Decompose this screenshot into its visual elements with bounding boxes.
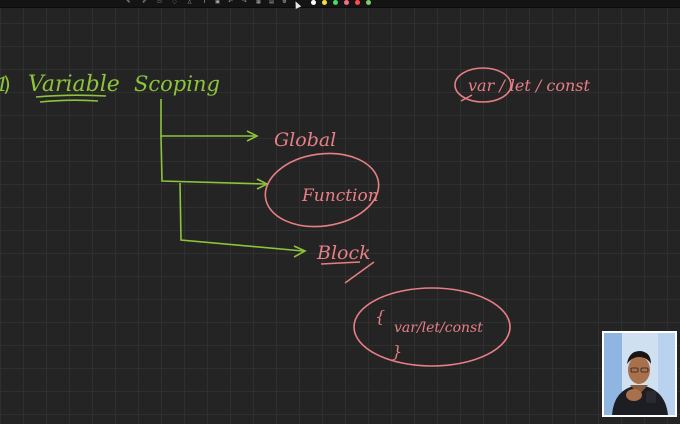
color-swatch-red[interactable] [355,0,360,5]
drawing-toolbar: ✎ ✐ ▭ ◌ △ T ▣ ↶ ↷ ▦ ▤ ⚙ [0,0,680,8]
brace-close: } [392,342,402,361]
instructor-photo [604,333,675,415]
circle-function [264,152,380,228]
label-function: Function [301,186,379,206]
label-block: Block [316,242,371,264]
lasso-icon[interactable]: ◌ [172,0,177,5]
shapes-icon[interactable]: △ [187,0,192,5]
branch-line-block [179,182,304,252]
clear-icon[interactable]: ▤ [269,0,274,5]
highlighter-icon[interactable]: ✐ [142,0,147,5]
color-swatch-white[interactable] [311,0,316,5]
section-number: 1 [0,72,9,96]
pen-icon[interactable]: ✎ [126,0,131,5]
color-swatch-lightgreen[interactable] [366,0,371,5]
settings-icon[interactable]: ⚙ [282,0,287,5]
heading-variable: Variable [28,72,120,97]
underline-2 [39,99,99,103]
redo-icon[interactable]: ↷ [242,0,247,5]
grid-icon[interactable]: ▦ [256,0,261,5]
branch-line-global [160,99,255,137]
keywords-var-let-const: var / let / const [468,76,590,95]
block-slash [344,261,375,284]
eraser-icon[interactable]: ▭ [157,0,162,5]
color-swatch-green[interactable] [333,0,338,5]
circle-var [454,67,512,103]
underline-1 [35,94,107,98]
image-icon[interactable]: ▣ [215,0,220,5]
color-swatch-pink[interactable] [344,0,349,5]
text-icon[interactable]: T [202,0,207,5]
branch-line-function [160,135,266,185]
block-underline [320,261,361,265]
color-swatch-yellow[interactable] [322,0,327,5]
label-global: Global [274,129,336,151]
brace-open: { [375,307,385,326]
circle-var-tail [460,94,473,102]
block-example-keywords: var/let/const [394,320,483,336]
undo-icon[interactable]: ↶ [228,0,233,5]
circle-block-example [353,287,511,367]
heading-scoping: Scoping [134,72,220,96]
arrow-block [293,245,307,258]
section-paren: ) [3,72,11,96]
arrow-global [246,130,259,142]
instructor-webcam [602,331,677,417]
